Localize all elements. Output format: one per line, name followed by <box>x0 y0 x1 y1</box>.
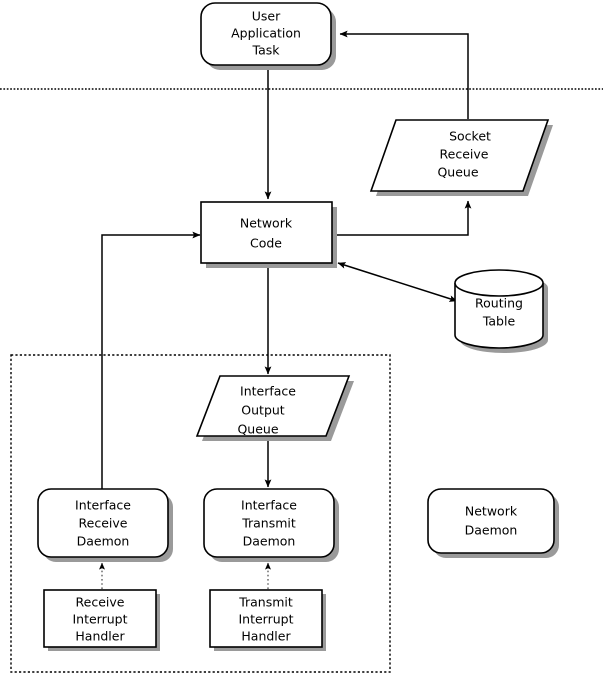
node-label-line2: Application <box>231 26 301 41</box>
node-label-line3: Task <box>252 43 281 58</box>
node-label-line1: Socket <box>449 129 491 144</box>
node-label-line1: User <box>252 9 281 24</box>
node-label-line2: Receive <box>79 516 128 531</box>
node-label-line1: Network <box>240 216 293 231</box>
node-label-line2: Transmit <box>241 516 296 531</box>
node-label-line1: Routing <box>475 296 523 311</box>
node-label-line2: Interrupt <box>72 612 127 627</box>
node-label-line1: Interface <box>75 498 131 513</box>
node-socket-receive-queue[interactable]: Socket Receive Queue <box>369 119 553 196</box>
node-interface-receive-daemon[interactable]: Interface Receive Daemon <box>37 488 173 562</box>
node-label-line1: Receive <box>76 595 125 610</box>
node-label-line1: Transmit <box>238 595 293 610</box>
node-network-daemon[interactable]: Network Daemon <box>427 488 559 558</box>
node-label-line2: Receive <box>440 147 489 162</box>
node-label-line2: Interrupt <box>238 612 293 627</box>
node-label-line3: Handler <box>241 629 291 644</box>
node-routing-table[interactable]: Routing Table <box>454 269 548 353</box>
node-interface-output-queue[interactable]: Interface Output Queue <box>195 375 354 441</box>
node-label-line1: Interface <box>240 384 296 399</box>
node-user-application-task[interactable]: User Application Task <box>200 2 336 70</box>
connection-network-code-to-socket-queue <box>333 200 472 236</box>
connection-receive-daemon-to-network-code <box>101 231 201 489</box>
node-label-line2: Table <box>482 314 516 329</box>
node-label-line2: Output <box>241 403 285 418</box>
node-transmit-interrupt-handler[interactable]: Transmit Interrupt Handler <box>209 589 326 651</box>
driver-enclosure <box>10 354 391 673</box>
node-label-line2: Daemon <box>465 523 518 538</box>
node-interface-transmit-daemon[interactable]: Interface Transmit Daemon <box>203 488 339 562</box>
node-label-line2: Code <box>250 236 282 251</box>
node-label-line1: Network <box>465 504 518 519</box>
connection-socket-queue-to-user-task <box>339 30 469 119</box>
connection-network-code-routing-table <box>337 262 458 302</box>
node-label-line3: Daemon <box>77 534 130 549</box>
node-label-line3: Daemon <box>243 534 296 549</box>
node-label-line3: Queue <box>237 422 278 437</box>
node-network-code[interactable]: Network Code <box>200 201 337 268</box>
node-label-line3: Handler <box>75 629 125 644</box>
node-label-line1: Interface <box>241 498 297 513</box>
node-receive-interrupt-handler[interactable]: Receive Interrupt Handler <box>43 589 160 651</box>
node-label-line3: Queue <box>437 165 478 180</box>
